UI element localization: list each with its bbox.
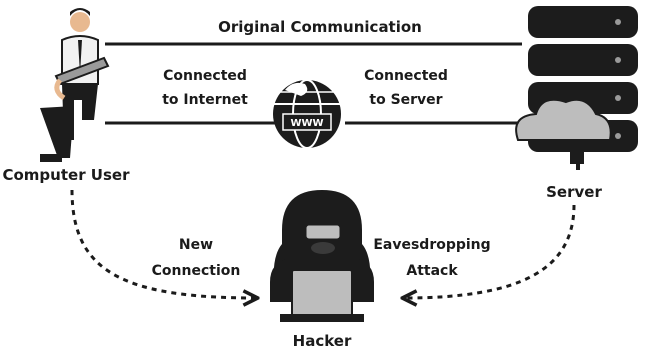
hacker-icon xyxy=(270,190,374,322)
globe-www-label: WWW xyxy=(290,118,323,129)
hacker-label: Hacker xyxy=(293,332,352,349)
new-connection-label-line1: New xyxy=(179,237,213,253)
computer-user-label: Computer User xyxy=(2,166,130,184)
eavesdropping-attack-label-line1: Eavesdropping xyxy=(373,237,490,253)
new-connection-label-line2: Connection xyxy=(152,263,241,279)
new-connection-arrow xyxy=(70,189,256,298)
original-communication-label: Original Communication xyxy=(218,18,422,36)
connected-to-internet-label-line1: Connected xyxy=(163,68,247,84)
eavesdropping-arrow xyxy=(404,204,576,298)
globe-icon: WWW xyxy=(273,79,341,149)
server-label: Server xyxy=(546,183,602,201)
computer-user-icon xyxy=(40,8,110,162)
connected-to-server-label-line2: to Server xyxy=(369,92,442,108)
eavesdropping-attack-label-line2: Attack xyxy=(406,263,458,279)
connected-to-internet-label-line2: to Internet xyxy=(162,92,248,108)
connected-to-server-label-line1: Connected xyxy=(364,68,448,84)
server-icon xyxy=(515,6,638,170)
